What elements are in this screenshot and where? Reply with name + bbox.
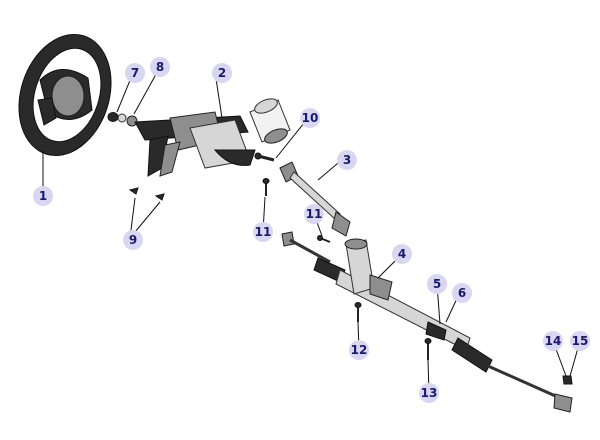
svg-text:6: 6 (458, 286, 466, 300)
svg-text:13: 13 (421, 386, 438, 400)
steering-rack (281, 231, 573, 413)
svg-text:3: 3 (343, 153, 351, 167)
svg-text:11: 11 (306, 207, 323, 221)
bolt-part-left (262, 178, 270, 196)
svg-text:12: 12 (351, 343, 368, 357)
svg-text:5: 5 (433, 277, 441, 291)
intermediate-shaft (279, 161, 351, 237)
callout-8: 8 (150, 57, 170, 77)
bolt-part (254, 152, 275, 162)
steering-column (134, 98, 291, 177)
callout-15: 15 (570, 331, 590, 351)
tie-rod-nut (562, 375, 573, 385)
bolt-part-right (317, 235, 331, 243)
bolt-part-lower (354, 302, 362, 322)
svg-text:11: 11 (255, 225, 272, 239)
callout-14: 14 (543, 331, 563, 351)
callout-10: 10 (300, 108, 320, 128)
callout-11-left: 11 (253, 222, 273, 242)
svg-text:15: 15 (572, 334, 589, 348)
washer-part (117, 113, 127, 123)
steering-wheel (18, 33, 112, 157)
callout-13: 13 (419, 383, 439, 403)
svg-text:7: 7 (131, 66, 139, 80)
svg-text:1: 1 (39, 189, 47, 203)
svg-text:8: 8 (156, 60, 164, 74)
svg-text:10: 10 (302, 111, 319, 125)
svg-text:14: 14 (545, 334, 562, 348)
callout-4: 4 (392, 244, 412, 264)
callout-12: 12 (349, 340, 369, 360)
callout-7: 7 (125, 63, 145, 83)
callout-3: 3 (337, 150, 357, 170)
clip-parts (128, 187, 165, 201)
callout-2: 2 (212, 63, 232, 83)
nut-part (107, 112, 119, 122)
callout-9: 9 (123, 230, 143, 250)
callout-11-right: 11 (304, 204, 324, 224)
spacer-part (126, 115, 138, 127)
svg-text:4: 4 (398, 247, 406, 261)
svg-text:2: 2 (218, 66, 226, 80)
callout-5: 5 (427, 274, 447, 294)
bolt-part-bracket (424, 338, 432, 360)
svg-text:9: 9 (129, 233, 137, 247)
callout-1: 1 (33, 186, 53, 206)
callout-6: 6 (452, 283, 472, 303)
